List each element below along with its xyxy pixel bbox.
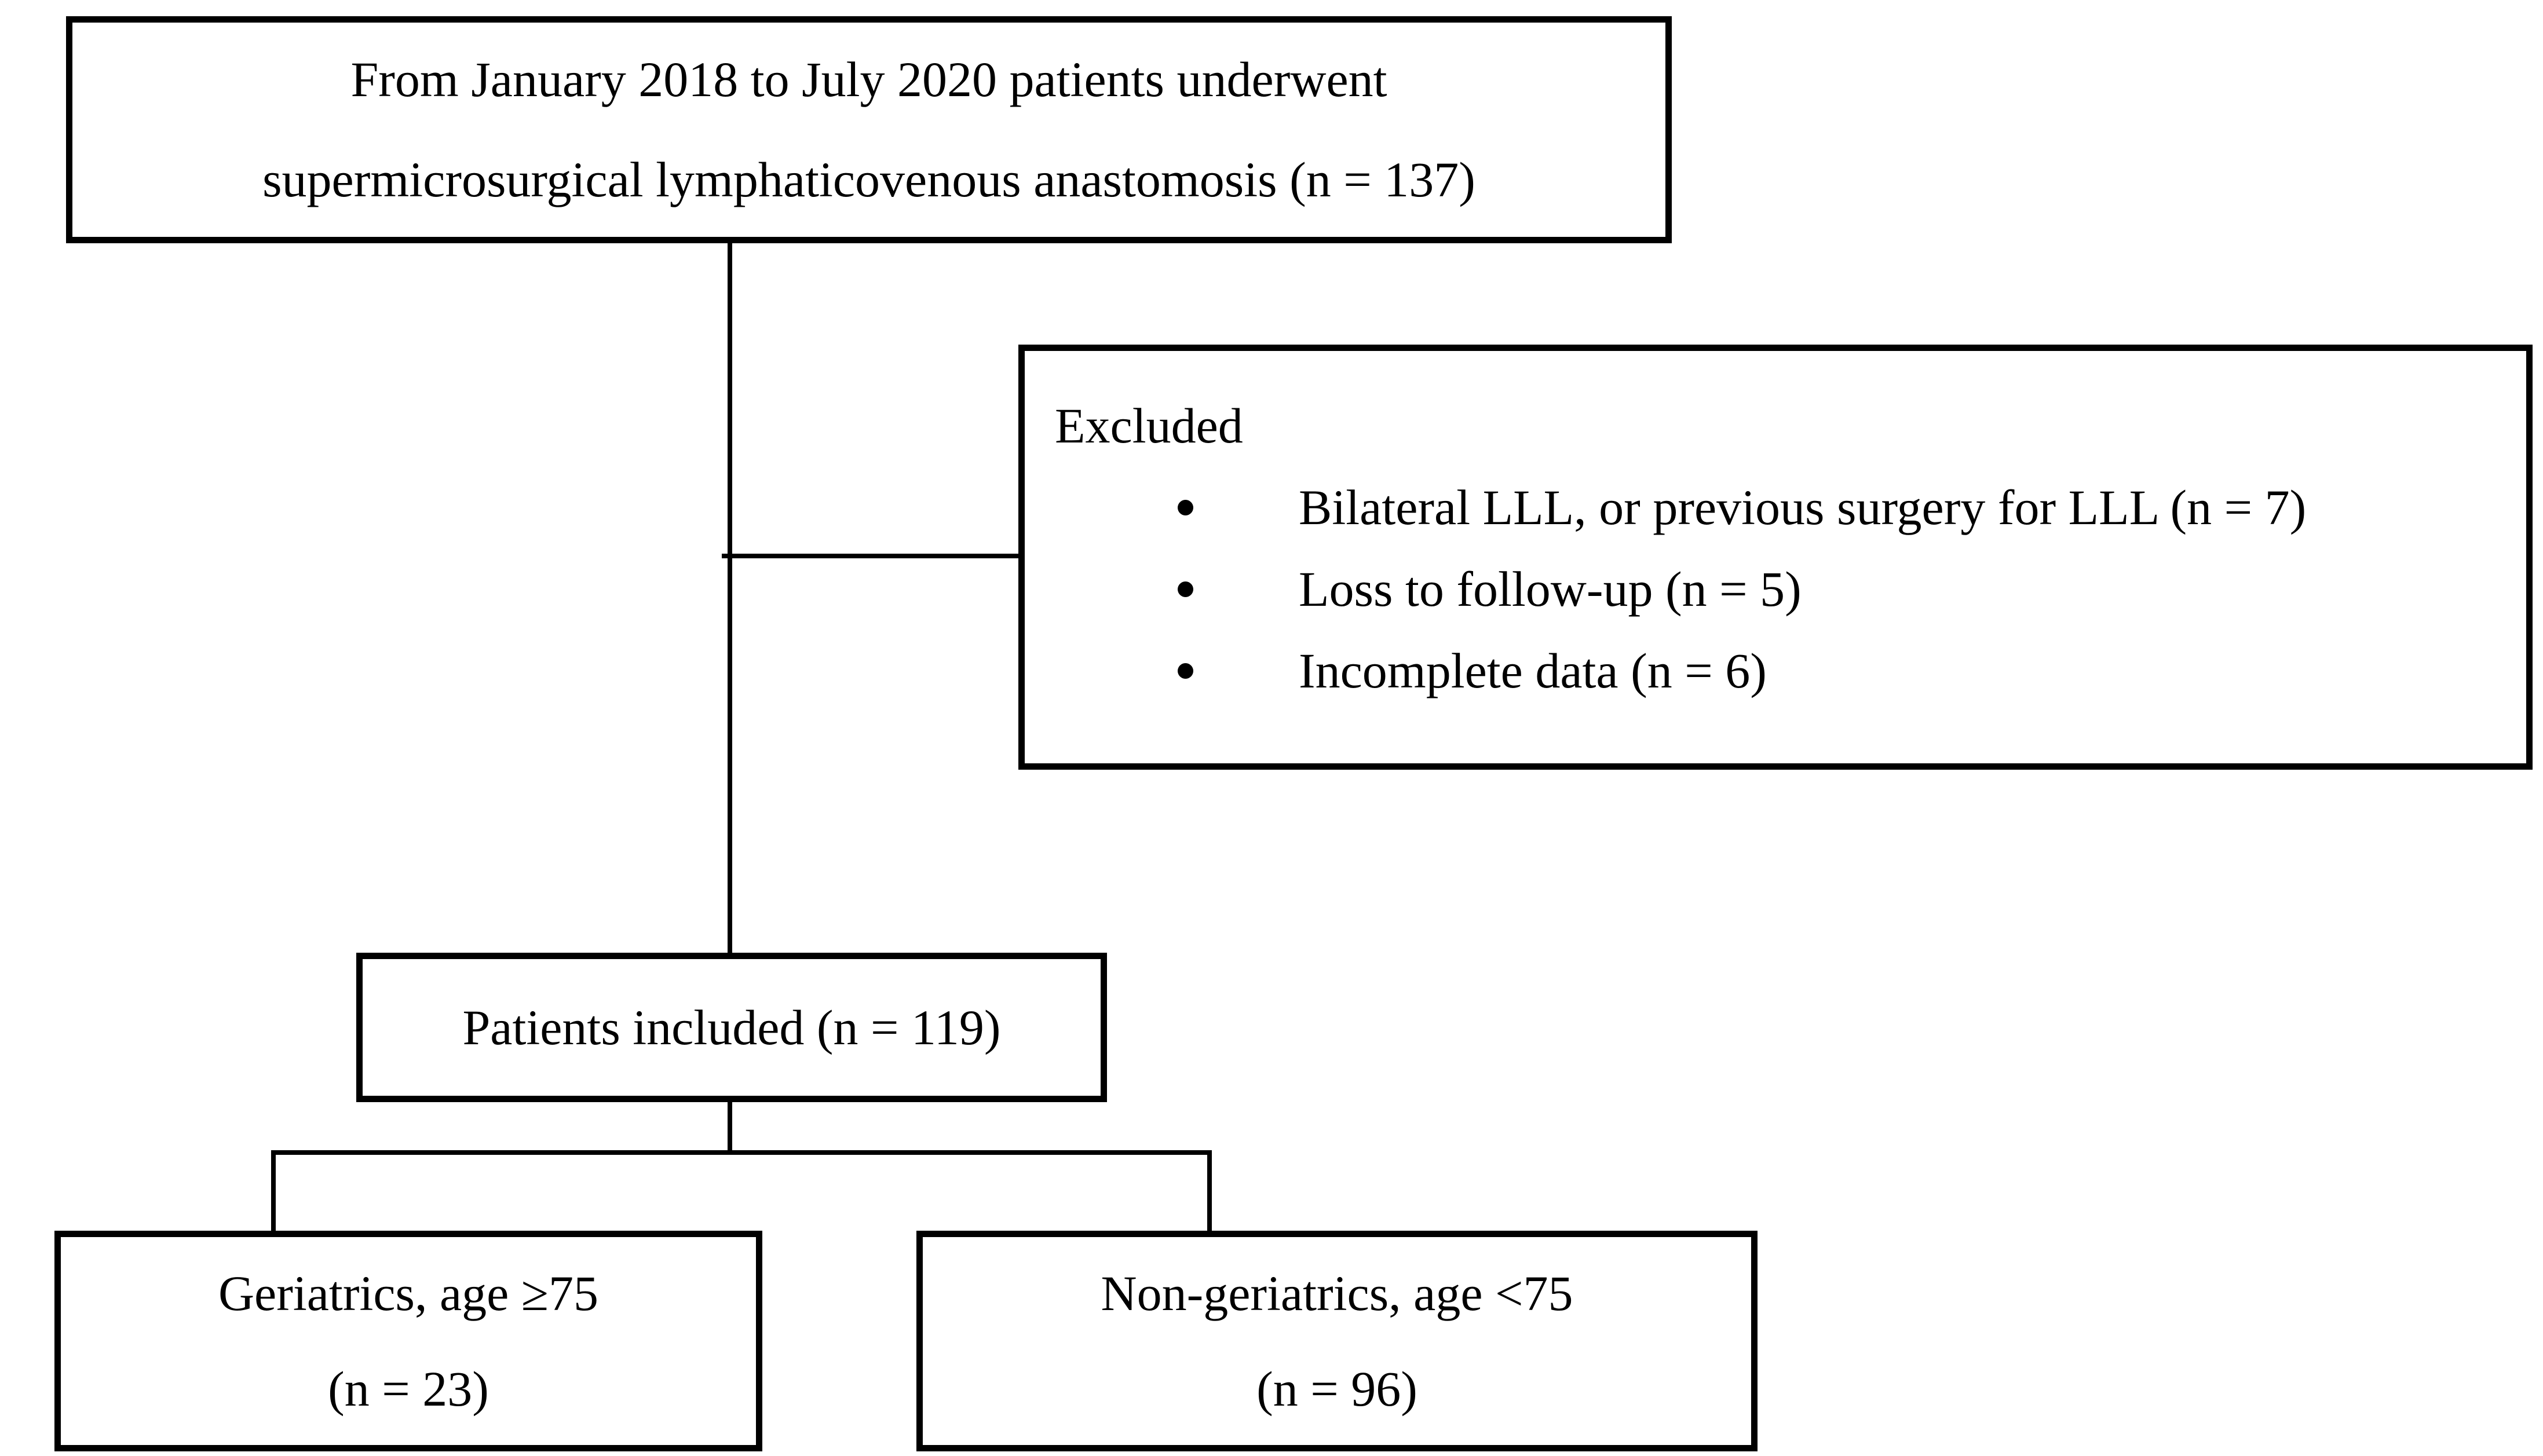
- excluded-title: Excluded: [1055, 398, 1243, 453]
- excluded-item-text: Bilateral LLL, or previous surgery for L…: [1299, 479, 2307, 535]
- included-text: Patients included (n = 119): [462, 999, 1001, 1055]
- excluded-item-row: Loss to follow-up (n = 5): [1055, 561, 1802, 618]
- non-geriatrics-text-line-2: (n = 96): [1256, 1360, 1417, 1417]
- geriatrics-text-line-1: Geriatrics, age ≥75: [218, 1265, 599, 1321]
- excluded-item-row: Incomplete data (n = 6): [1055, 642, 1767, 700]
- excluded-box: Excluded Bilateral LLL, or previous surg…: [1018, 345, 2533, 770]
- included-box: Patients included (n = 119): [356, 953, 1107, 1102]
- connector-right-drop: [1207, 1150, 1212, 1231]
- non-geriatrics-box: Non-geriatrics, age <75 (n = 96): [916, 1231, 1758, 1451]
- connector-branch: [271, 1150, 1212, 1155]
- bullet-icon: [1178, 499, 1193, 515]
- connector-top-to-included: [728, 243, 732, 953]
- non-geriatrics-text-line-1: Non-geriatrics, age <75: [1101, 1265, 1573, 1321]
- excluded-item-text: Loss to follow-up (n = 5): [1299, 561, 1802, 617]
- enrollment-text-line-2: supermicrosurgical lymphaticovenous anas…: [262, 152, 1475, 207]
- connector-to-excluded: [722, 554, 1018, 558]
- bullet-icon: [1178, 581, 1193, 597]
- enrollment-text-line-1: From January 2018 to July 2020 patients …: [350, 52, 1387, 108]
- connector-included-stub: [728, 1102, 732, 1153]
- connector-left-drop: [271, 1150, 276, 1231]
- geriatrics-box: Geriatrics, age ≥75 (n = 23): [54, 1231, 762, 1451]
- bullet-icon: [1178, 663, 1193, 679]
- excluded-item-row: Bilateral LLL, or previous surgery for L…: [1055, 479, 2306, 536]
- geriatrics-text-line-2: (n = 23): [328, 1360, 489, 1417]
- enrollment-box: From January 2018 to July 2020 patients …: [66, 16, 1672, 243]
- excluded-item-text: Incomplete data (n = 6): [1299, 642, 1767, 698]
